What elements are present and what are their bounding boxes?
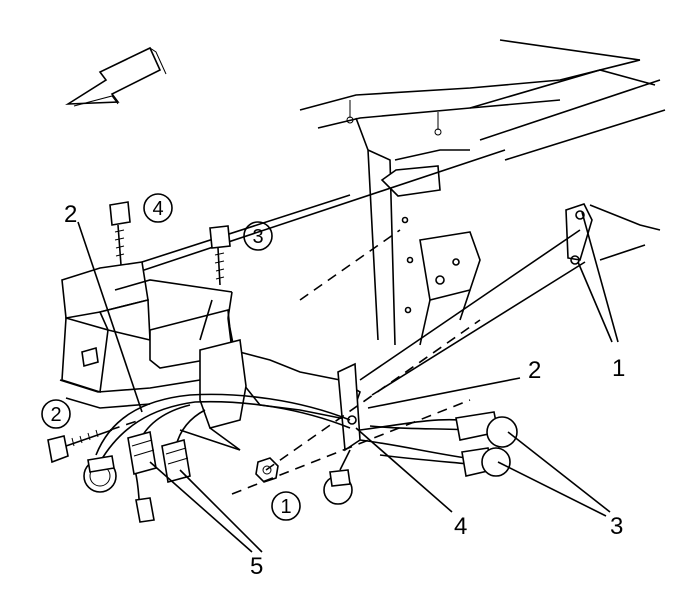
- marker-lamp-sockets: [455, 411, 518, 477]
- bulb-socket-left: [83, 455, 155, 523]
- callout-2-right: 2: [528, 357, 541, 384]
- harness-connector-a: [127, 430, 157, 476]
- callout-5: 5: [250, 553, 263, 580]
- callout-leaders: [77, 211, 619, 553]
- svg-text:1: 1: [280, 496, 291, 518]
- forward-direction-arrow: [65, 46, 167, 107]
- circled-callout-2: 2: [41, 399, 71, 429]
- alignment-lines: [109, 229, 481, 495]
- vehicle-structure: [119, 39, 666, 396]
- circled-callout-4: 4: [143, 193, 173, 223]
- circled-callout-1: 1: [271, 491, 301, 521]
- circled-callout-3: 3: [243, 221, 273, 251]
- bolt-2: [47, 429, 113, 464]
- svg-text:4: 4: [152, 198, 163, 220]
- callout-3: 3: [610, 513, 623, 540]
- bulb-socket-center: [323, 449, 353, 505]
- bolt-3: [209, 225, 231, 286]
- harness-connector-b: [161, 438, 191, 484]
- callout-1: 1: [612, 355, 625, 382]
- svg-text:3: 3: [252, 226, 263, 248]
- bolt-4: [109, 201, 131, 266]
- callout-2-left: 2: [64, 201, 77, 228]
- svg-text:2: 2: [50, 404, 61, 426]
- headlamp-mounting-panel: [59, 261, 361, 452]
- callout-4: 4: [454, 513, 467, 540]
